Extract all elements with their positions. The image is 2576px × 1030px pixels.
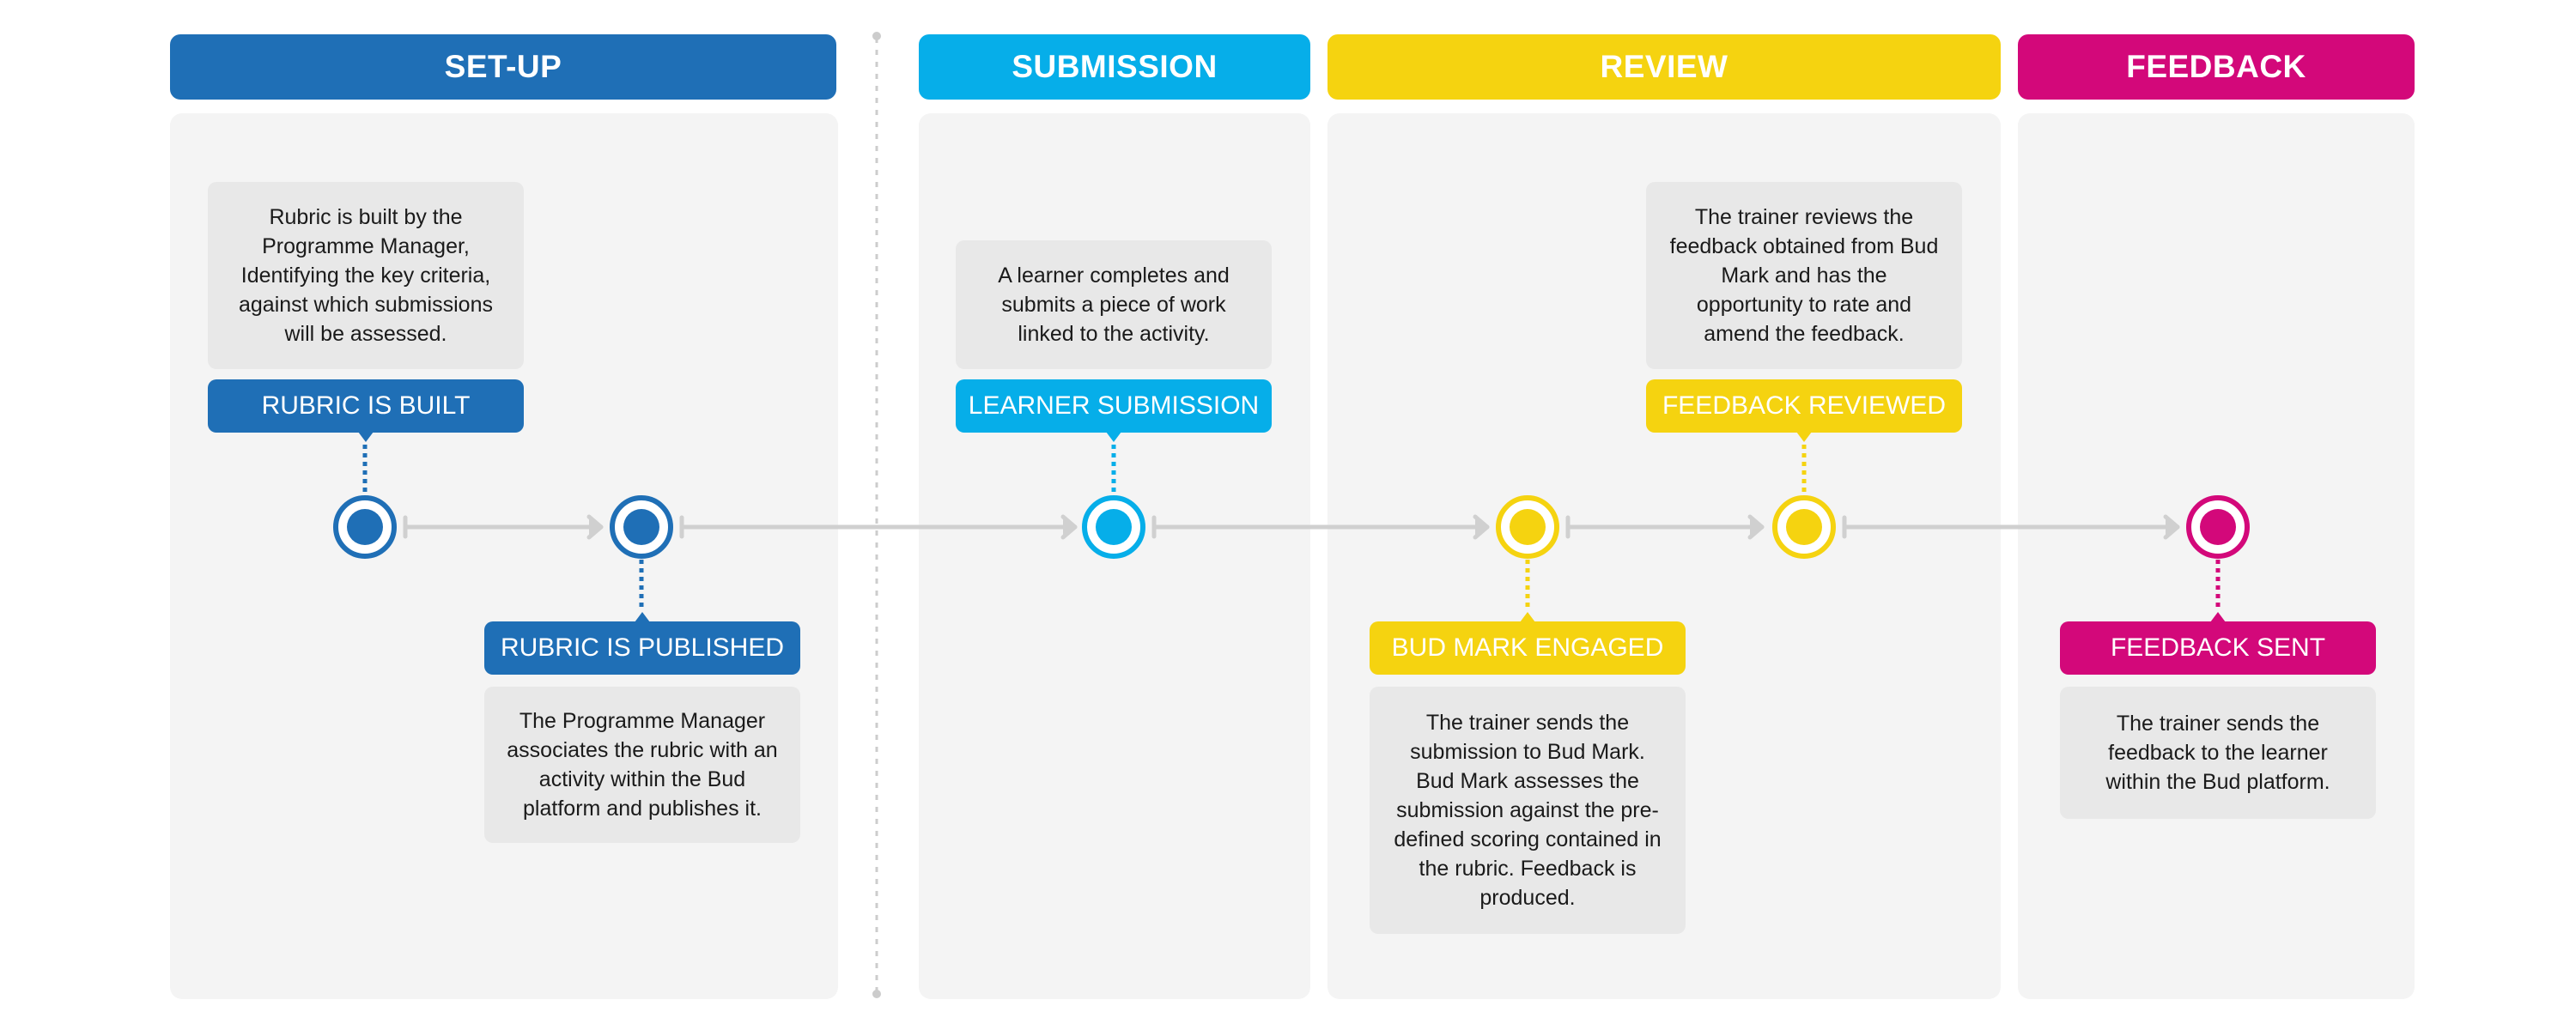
flow-arrow: [1565, 514, 1765, 540]
phase-title: SUBMISSION: [1012, 49, 1218, 84]
phase-title: SET-UP: [444, 49, 562, 84]
step-node-rubric-built: [333, 495, 397, 559]
phase-divider: [872, 32, 881, 998]
step-node-bud-mark-engaged: [1496, 495, 1559, 559]
pointer-arrow: [635, 612, 650, 622]
phase-header-setup: SET-UP: [170, 34, 836, 100]
phase-title: REVIEW: [1600, 49, 1728, 84]
step-description-text: The trainer sends the feedback to the le…: [2105, 712, 2330, 794]
step-label-text: BUD MARK ENGAGED: [1391, 633, 1664, 662]
step-label-text: LEARNER SUBMISSION: [968, 391, 1260, 420]
pointer-arrow: [1796, 432, 1812, 442]
step-description-text: The Programme Manager associates the rub…: [507, 709, 778, 821]
step-label-bud-mark-engaged: BUD MARK ENGAGED: [1370, 612, 1686, 675]
phase-title: FEEDBACK: [2126, 49, 2306, 84]
phase-header-submission: SUBMISSION: [919, 34, 1310, 100]
step-description-rubric-published: The Programme Manager associates the rub…: [484, 687, 800, 843]
step-description-text: The trainer reviews the feedback obtaine…: [1669, 205, 1939, 346]
step-label-feedback-sent: FEEDBACK SENT: [2060, 612, 2376, 675]
phase-header-feedback: FEEDBACK: [2018, 34, 2415, 100]
step-description-learner-submission: A learner completes and submits a piece …: [956, 240, 1272, 369]
step-label-feedback-reviewed: FEEDBACK REVIEWED: [1646, 379, 1962, 442]
step-label-text: RUBRIC IS BUILT: [261, 391, 471, 420]
flow-arrow: [1151, 514, 1490, 540]
step-description-feedback-reviewed: The trainer reviews the feedback obtaine…: [1646, 182, 1962, 369]
phase-header-review: REVIEW: [1327, 34, 2001, 100]
step-node-feedback-reviewed: [1772, 495, 1836, 559]
flow-arrow: [1842, 514, 2180, 540]
step-label-text: FEEDBACK SENT: [2110, 633, 2326, 662]
pointer-arrow: [1520, 612, 1535, 622]
step-label-text: FEEDBACK REVIEWED: [1662, 391, 1947, 420]
step-description-text: The trainer sends the submission to Bud …: [1394, 711, 1662, 910]
step-description-text: Rubric is built by the Programme Manager…: [239, 205, 493, 346]
step-label-learner-submission: LEARNER SUBMISSION: [956, 379, 1272, 442]
pointer-arrow: [358, 432, 374, 442]
step-node-feedback-sent: [2186, 495, 2250, 559]
step-node-rubric-published: [610, 495, 673, 559]
step-label-rubric-built: RUBRIC IS BUILT: [208, 379, 524, 442]
step-description-rubric-built: Rubric is built by the Programme Manager…: [208, 182, 524, 369]
step-label-text: RUBRIC IS PUBLISHED: [500, 633, 785, 662]
step-description-bud-mark-engaged: The trainer sends the submission to Bud …: [1370, 687, 1686, 934]
pointer-arrow: [1106, 432, 1121, 442]
step-label-rubric-published: RUBRIC IS PUBLISHED: [484, 612, 800, 675]
pointer-arrow: [2210, 612, 2226, 622]
step-node-learner-submission: [1082, 495, 1145, 559]
flow-arrow: [403, 514, 604, 540]
step-description-feedback-sent: The trainer sends the feedback to the le…: [2060, 687, 2376, 819]
flow-arrow: [679, 514, 1078, 540]
step-description-text: A learner completes and submits a piece …: [998, 264, 1230, 346]
